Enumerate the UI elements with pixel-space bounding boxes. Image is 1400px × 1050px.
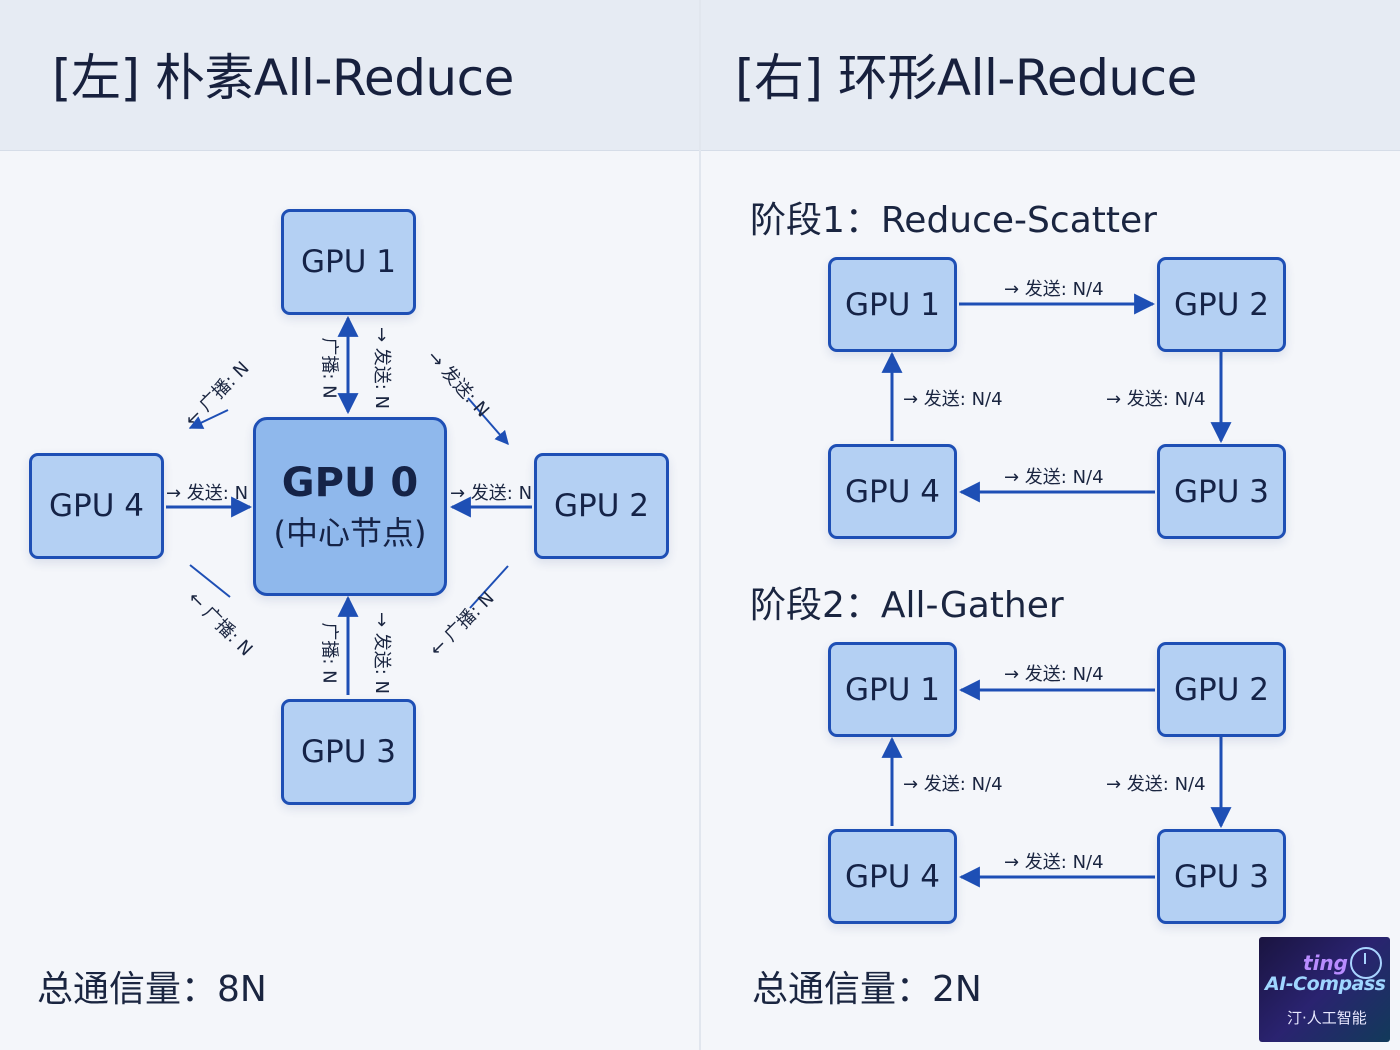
p1-label-1-2: → 发送: N/4: [1004, 279, 1104, 300]
edge-label-gpu3-broadcast: 广播: N: [318, 622, 340, 684]
p1-label-2-3: → 发送: N/4: [1106, 389, 1206, 410]
left-node-gpu2: GPU 2: [534, 453, 669, 559]
ai-compass-logo: ting AI-Compass 汀·人工智能: [1259, 937, 1390, 1042]
p2-label-4-1: → 发送: N/4: [903, 774, 1003, 795]
p2-node-gpu4: GPU 4: [828, 829, 957, 924]
logo-line1: ting: [1303, 951, 1348, 975]
edge-label-gpu4: → 发送: N: [166, 483, 249, 504]
p1-label-4-1: → 发送: N/4: [903, 389, 1003, 410]
p2-node-gpu1: GPU 1: [828, 642, 957, 737]
diag-gpu4-broadcast: [188, 409, 229, 429]
p1-node-gpu1: GPU 1: [828, 257, 957, 352]
left-node-gpu4: GPU 4: [29, 453, 164, 559]
diag-gpu4-broadcast-b: [189, 564, 231, 598]
left-total: 总通信量：8N: [37, 969, 267, 1010]
p2-label-3-4: → 发送: N/4: [1004, 852, 1104, 873]
phase2-label: 阶段2：All-Gather: [750, 585, 1064, 626]
edge-label-gpu3-send: → 发送: N: [371, 611, 393, 695]
logo-line3: 汀·人工智能: [1287, 1009, 1367, 1027]
edge-label-gpu1-broadcast: 广播: N: [318, 337, 340, 399]
left-node-gpu1: GPU 1: [281, 209, 416, 315]
p2-label-2-1: → 发送: N/4: [1004, 664, 1104, 685]
center-node-title: GPU 0: [281, 459, 419, 506]
phase1-label: 阶段1：Reduce-Scatter: [750, 200, 1157, 241]
clock-icon: [1350, 947, 1382, 979]
p1-label-3-4: → 发送: N/4: [1004, 467, 1104, 488]
edge-label-gpu2: → 发送: N: [450, 483, 533, 504]
logo-line2: AI-Compass: [1265, 973, 1386, 995]
p2-node-gpu3: GPU 3: [1157, 829, 1286, 924]
center-node-subtitle: (中心节点): [273, 513, 427, 552]
left-title: [左] 朴素All-Reduce: [52, 49, 514, 107]
right-total: 总通信量：2N: [752, 969, 982, 1010]
panel-divider: [699, 0, 701, 1050]
right-title: [右] 环形All-Reduce: [735, 49, 1197, 107]
p2-label-2-3: → 发送: N/4: [1106, 774, 1206, 795]
p1-node-gpu2: GPU 2: [1157, 257, 1286, 352]
left-node-gpu3: GPU 3: [281, 699, 416, 805]
p1-node-gpu3: GPU 3: [1157, 444, 1286, 539]
diag-gpu2-send: [467, 397, 509, 446]
edge-label-gpu1-send: → 发送: N: [371, 326, 393, 410]
p1-node-gpu4: GPU 4: [828, 444, 957, 539]
diag-gpu2-broadcast-b: [469, 565, 509, 609]
left-node-gpu0-center: GPU 0 (中心节点): [253, 417, 447, 596]
p2-node-gpu2: GPU 2: [1157, 642, 1286, 737]
